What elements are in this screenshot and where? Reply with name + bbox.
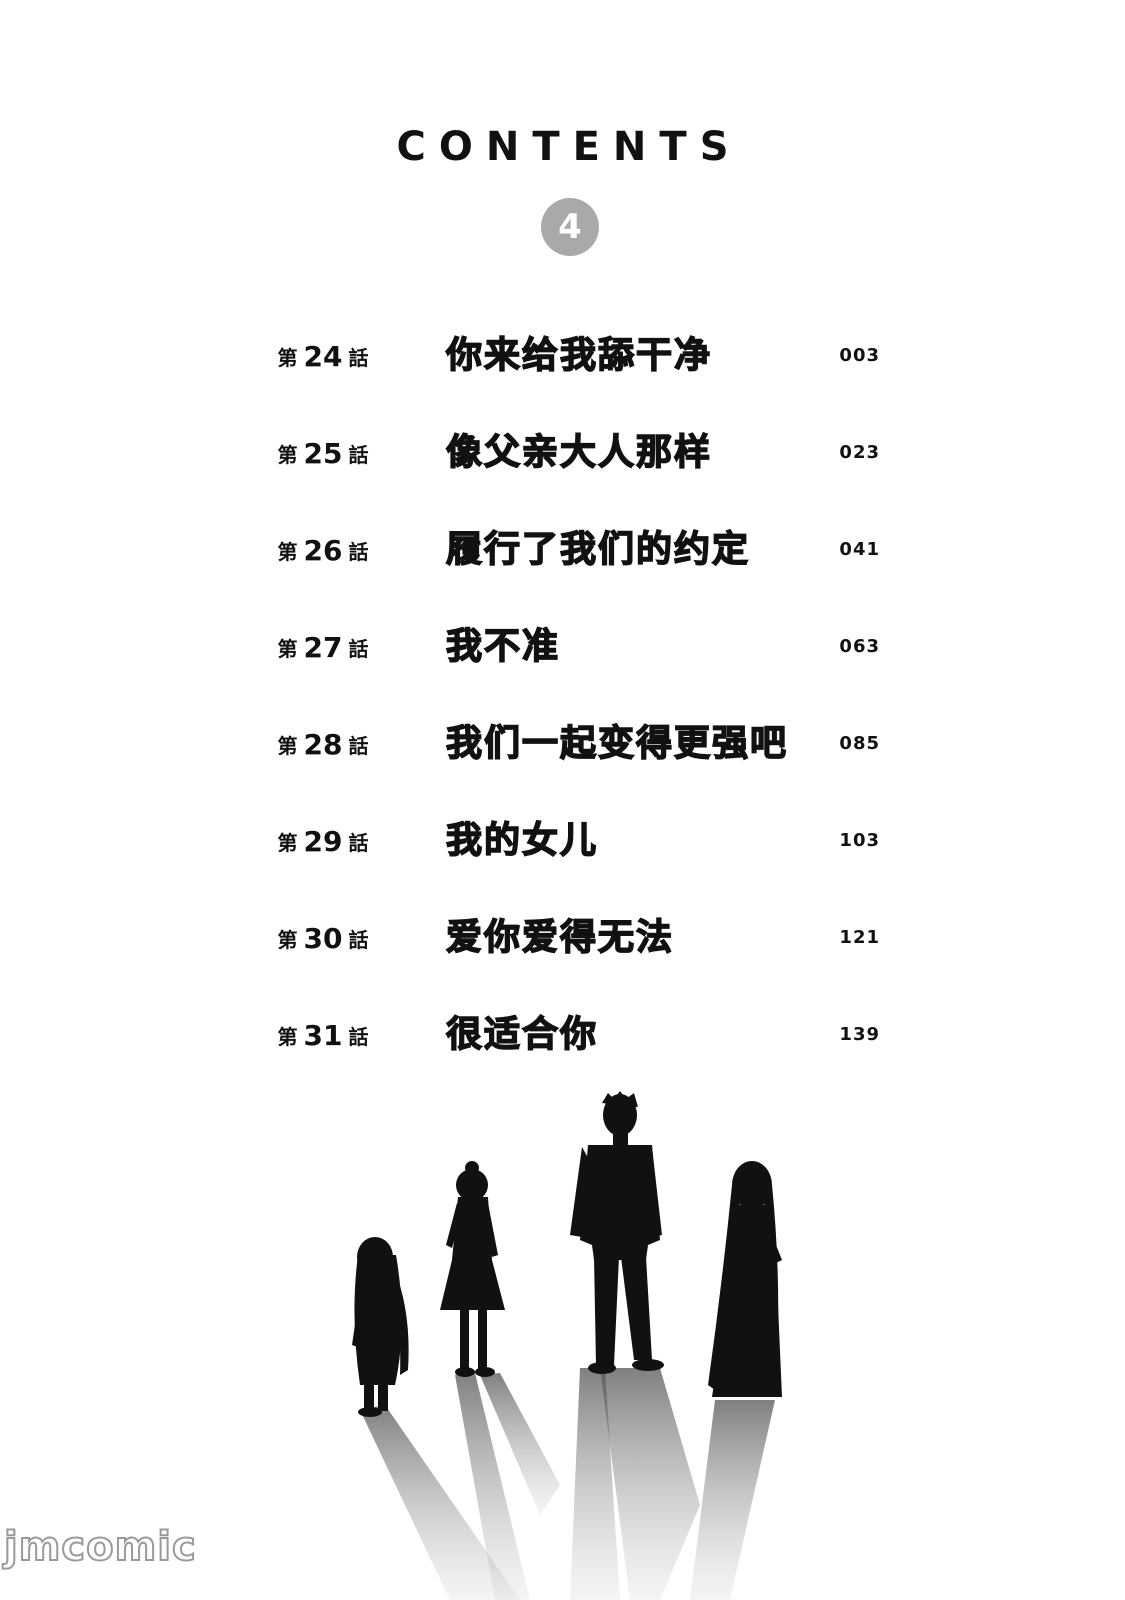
chapter-suffix: 話 [348, 927, 369, 952]
chapter-title: 很适合你 [445, 1013, 599, 1056]
long-haired-woman-silhouette [708, 1161, 782, 1397]
page-title: CONTENTS [396, 124, 742, 170]
chapter-suffix: 話 [348, 830, 369, 855]
page-number: 063 [839, 636, 880, 657]
chapter-label: 第 29 話 [268, 811, 378, 871]
chapter-number: 24 [303, 339, 343, 373]
volume-badge: 4 [541, 198, 599, 256]
small-girl-silhouette [352, 1237, 409, 1417]
chapter-suffix: 話 [348, 1024, 369, 1049]
page-number: 023 [839, 442, 880, 463]
chapter-number: 31 [303, 1018, 343, 1052]
chapter-label: 第 31 話 [268, 1005, 378, 1065]
chapter-suffix: 話 [348, 442, 369, 467]
chapter-prefix: 第 [277, 927, 298, 952]
chapter-title: 履行了我们的约定 [445, 528, 751, 571]
watermark: jmcomic [3, 1523, 197, 1571]
chapter-number: 25 [303, 436, 343, 470]
chapter-prefix: 第 [277, 345, 298, 370]
chapter-number: 27 [303, 630, 343, 664]
toc-row-28[interactable]: 第 28 話 我们一起变得更强吧 085 [0, 714, 1125, 774]
chapter-label: 第 26 話 [268, 520, 378, 580]
chapter-label: 第 24 話 [268, 326, 378, 386]
chapter-prefix: 第 [277, 1024, 298, 1049]
chapter-label: 第 25 話 [268, 423, 378, 483]
page-number: 041 [839, 539, 880, 560]
chapter-title: 爱你爱得无法 [445, 916, 675, 959]
man-silhouette [570, 1091, 664, 1374]
chapter-number: 26 [303, 533, 343, 567]
page-number: 139 [839, 1024, 880, 1045]
toc-row-24[interactable]: 第 24 話 你来给我舔干净 003 [0, 326, 1125, 386]
chapter-prefix: 第 [277, 539, 298, 564]
chapter-title: 你来给我舔干净 [445, 334, 713, 377]
toc-row-26[interactable]: 第 26 話 履行了我们的约定 041 [0, 520, 1125, 580]
chapter-suffix: 話 [348, 539, 369, 564]
chapter-title: 我们一起变得更强吧 [445, 722, 789, 765]
page-number: 103 [839, 830, 880, 851]
chapter-prefix: 第 [277, 442, 298, 467]
chapter-title: 我不准 [445, 625, 561, 668]
table-of-contents: 第 24 話 你来给我舔干净 003 第 25 話 像父亲大人那样 023 第 … [0, 326, 1125, 1065]
toc-row-30[interactable]: 第 30 話 爱你爱得无法 121 [0, 908, 1125, 968]
ground-shadows [360, 1368, 775, 1600]
chapter-prefix: 第 [277, 830, 298, 855]
chapter-label: 第 30 話 [268, 908, 378, 968]
chapter-number: 29 [303, 824, 343, 858]
chapter-label: 第 27 話 [268, 617, 378, 677]
chapter-suffix: 話 [348, 636, 369, 661]
chapter-prefix: 第 [277, 733, 298, 758]
toc-row-29[interactable]: 第 29 話 我的女儿 103 [0, 811, 1125, 871]
chapter-title: 像父亲大人那样 [445, 431, 713, 474]
page-number: 085 [839, 733, 880, 754]
chapter-title: 我的女儿 [445, 819, 599, 862]
characters-silhouette-illustration [352, 1091, 782, 1600]
page-number: 121 [839, 927, 880, 948]
chapter-number: 28 [303, 727, 343, 761]
chapter-suffix: 話 [348, 733, 369, 758]
toc-row-25[interactable]: 第 25 話 像父亲大人那样 023 [0, 423, 1125, 483]
toc-row-31[interactable]: 第 31 話 很适合你 139 [0, 1005, 1125, 1065]
toc-row-27[interactable]: 第 27 話 我不准 063 [0, 617, 1125, 677]
chapter-suffix: 話 [348, 345, 369, 370]
page-number: 003 [839, 345, 880, 366]
chapter-number: 30 [303, 921, 343, 955]
chapter-label: 第 28 話 [268, 714, 378, 774]
chapter-prefix: 第 [277, 636, 298, 661]
girl-with-dress-silhouette [440, 1161, 505, 1377]
